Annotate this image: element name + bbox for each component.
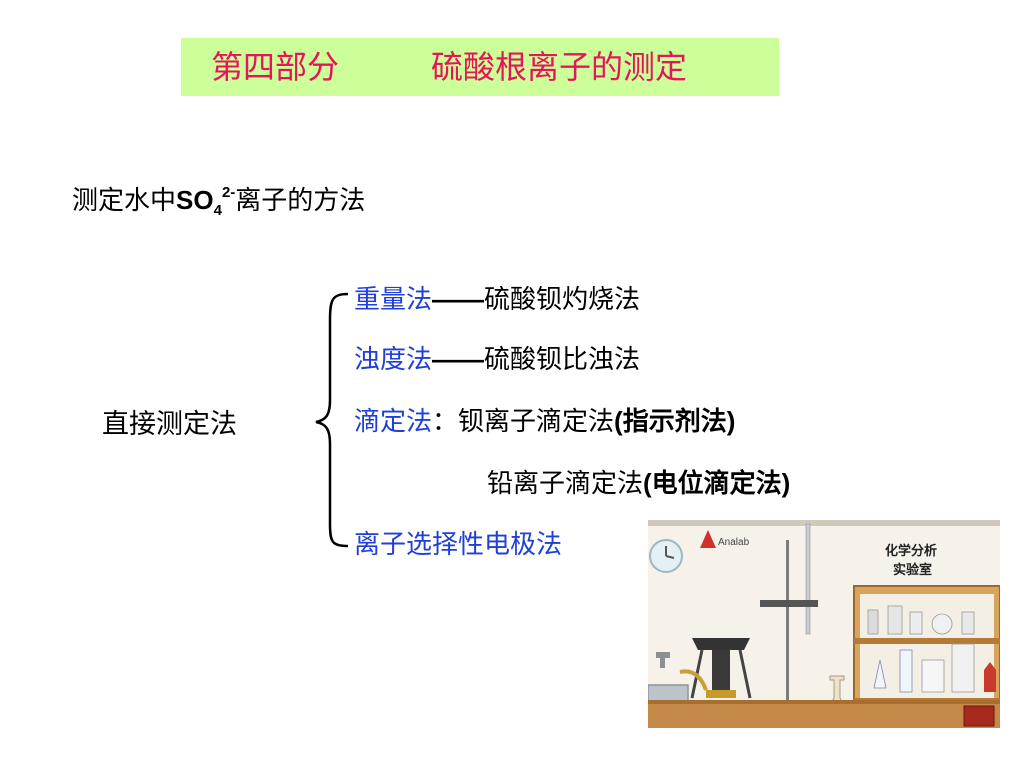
subtitle-ion: SO — [176, 185, 214, 215]
book — [963, 705, 995, 727]
method-name: 离子选择性电极法 — [354, 530, 563, 560]
method-note: (电位滴定法) — [643, 468, 791, 498]
method-row-titration: 滴定法：钡离子滴定法(指示剂法) — [354, 404, 735, 439]
title-topic: 硫酸根离子的测定 — [431, 48, 688, 86]
method-detail: 铅离子滴定法 — [487, 469, 644, 499]
lab-bench — [648, 700, 1000, 728]
title-box: 第四部分 硫酸根离子的测定 — [181, 38, 779, 96]
faucet-icon — [656, 652, 670, 668]
method-detail: 硫酸钡比浊法 — [484, 345, 641, 375]
subtitle-ion-subscript: 4 — [213, 202, 222, 219]
lab-sign-line1: 化学分析 — [885, 543, 937, 559]
method-row-turbidimetric: 浊度法——硫酸钡比浊法 — [354, 342, 640, 377]
stand-clamp — [760, 600, 818, 607]
subtitle: 测定水中SO42-离子的方法 — [72, 176, 365, 228]
subtitle-suffix: 离子的方法 — [235, 186, 366, 216]
method-separator: —— — [432, 284, 485, 314]
clock-icon — [649, 539, 683, 573]
method-name: 滴定法 — [354, 407, 433, 437]
title-part: 第四部分 — [211, 48, 340, 86]
method-detail: 硫酸钡灼烧法 — [484, 285, 641, 315]
method-row-gravimetric: 重量法——硫酸钡灼烧法 — [354, 282, 640, 317]
method-name: 重量法 — [354, 285, 433, 315]
lab-illustration: Analab 化学分析 实验室 — [648, 520, 1000, 728]
burner-tripod — [679, 638, 752, 699]
subtitle-prefix: 测定水中 — [72, 186, 177, 216]
method-detail: 钡离子滴定法 — [458, 407, 615, 437]
method-row-lead-titration: 铅离子滴定法(电位滴定法) — [487, 466, 790, 501]
subtitle-ion-superscript: 2- — [221, 184, 236, 201]
method-separator: ： — [432, 407, 459, 437]
lab-sign-line2: 实验室 — [893, 562, 932, 578]
method-note: (指示剂法) — [614, 406, 736, 436]
brace-icon — [315, 292, 349, 548]
logo-text: Analab — [718, 537, 750, 548]
direct-method-label: 直接测定法 — [102, 409, 237, 440]
method-separator: —— — [432, 344, 485, 374]
method-row-ise: 离子选择性电极法 — [354, 528, 562, 562]
method-name: 浊度法 — [354, 345, 433, 375]
stand-rod — [786, 540, 789, 710]
analab-logo: Analab — [700, 530, 750, 548]
burette — [805, 523, 811, 635]
